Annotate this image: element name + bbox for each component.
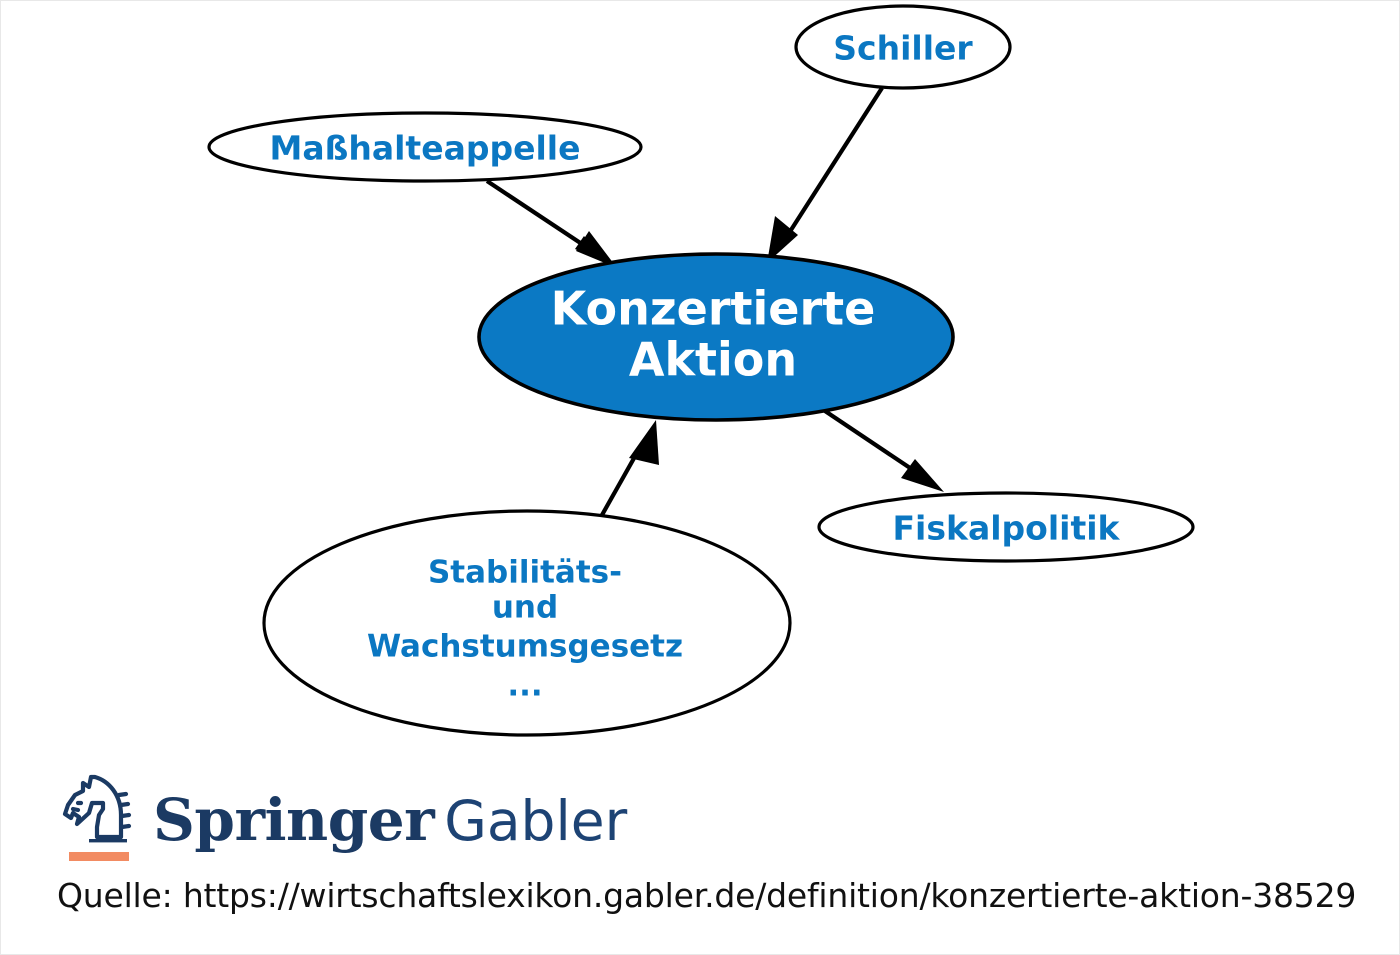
node-label-konzertierte-aktion-line2: Aktion — [629, 333, 797, 387]
node-konzertierte-aktion[interactable]: Konzertierte Aktion — [477, 252, 955, 422]
node-ellipse-shape — [817, 491, 1195, 563]
node-ellipse-shape — [207, 111, 643, 183]
node-fiskalpolitik[interactable]: Fiskalpolitik — [817, 491, 1195, 563]
arrowhead-icon — [629, 420, 659, 465]
edge-line — [823, 409, 927, 480]
springer-knight-icon — [62, 774, 132, 843]
node-ellipse-shape — [477, 252, 955, 422]
node-schiller[interactable]: Schiller — [794, 4, 1012, 90]
arrowhead-icon — [901, 459, 944, 492]
node-label-masshalteappelle: Maßhalteappelle — [270, 129, 581, 168]
node-label-fiskalpolitik: Fiskalpolitik — [893, 509, 1121, 548]
node-label-stabilitaetsgesetz-line3: Wachstumsgesetz — [367, 629, 683, 665]
springer-gabler-logo: Springer Gabler — [59, 769, 627, 867]
node-label-stabilitaetsgesetz-line4: ... — [507, 668, 542, 704]
edge-stabilitaetsgesetz-to-center — [600, 420, 659, 517]
arrowhead-icon — [576, 231, 617, 268]
node-label-stabilitaetsgesetz-line2: und — [492, 590, 558, 626]
logo-text-gabler: Gabler — [444, 789, 628, 853]
logo-accent-bar — [69, 852, 129, 861]
edge-schiller-to-center — [767, 86, 884, 263]
node-label-schiller: Schiller — [833, 29, 973, 68]
logo-text-springer: Springer — [153, 786, 435, 854]
node-label-stabilitaetsgesetz-line1: Stabilitäts- — [428, 555, 622, 591]
node-ellipse-shape — [262, 509, 792, 737]
source-caption: Quelle: https://wirtschaftslexikon.gable… — [57, 876, 1357, 915]
edge-masshalteappelle-to-center — [485, 179, 617, 268]
knight-icon-wrap — [59, 769, 137, 867]
node-ellipse-shape — [794, 4, 1012, 90]
edge-center-to-fiskalpolitik — [823, 409, 944, 492]
edge-line — [780, 86, 884, 246]
node-stabilitaetsgesetz[interactable]: Stabilitäts- und Wachstumsgesetz ... — [262, 509, 792, 737]
node-masshalteappelle[interactable]: Maßhalteappelle — [207, 111, 643, 183]
node-label-konzertierte-aktion-line1: Konzertierte — [551, 282, 876, 336]
arrowhead-icon — [767, 216, 798, 263]
logo-wordmark: Springer Gabler — [153, 791, 627, 867]
